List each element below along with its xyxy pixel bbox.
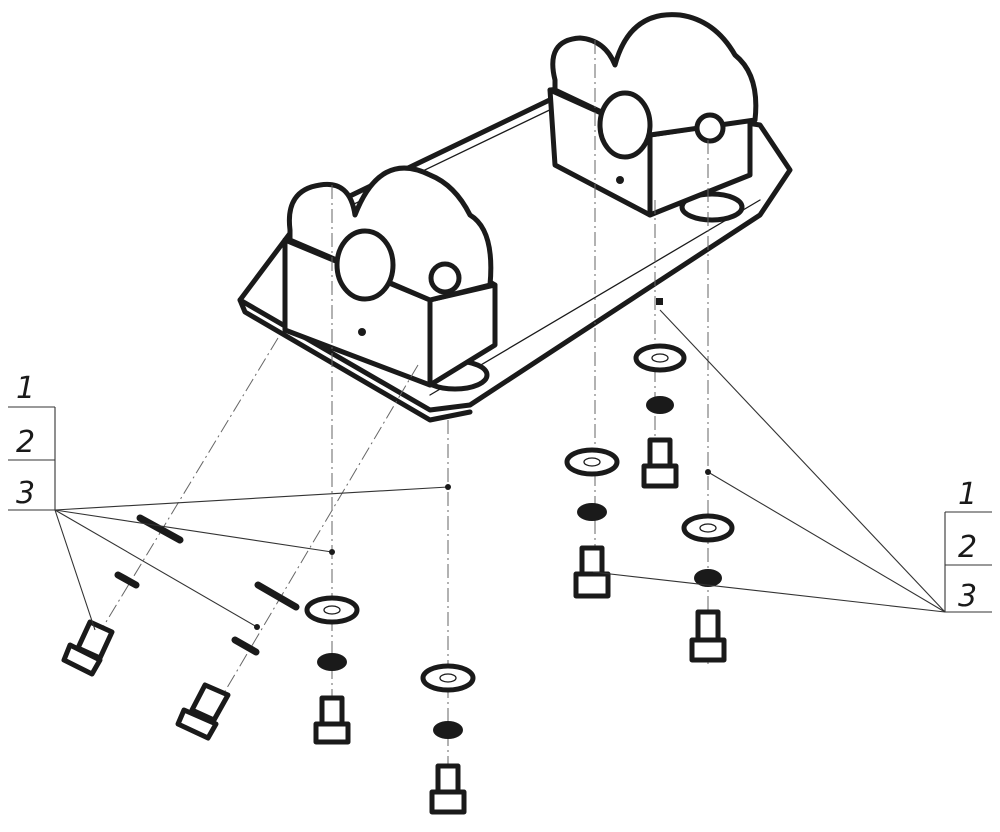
lock-washer-5: [694, 569, 722, 587]
callout-right-item-2: 2: [958, 530, 977, 565]
lock-washer-9: [231, 636, 260, 656]
lock-washer-1: [317, 653, 347, 671]
callout-left: 1 2 3: [8, 371, 56, 511]
lock-washer-8: [254, 581, 300, 611]
callout-left-item-3: 3: [16, 476, 35, 511]
leader-lines: [54, 298, 946, 631]
lock-washer-7: [114, 571, 140, 589]
callout-right-item-1: 1: [958, 477, 977, 512]
lock-washers: [114, 396, 722, 739]
washer-4: [633, 343, 687, 373]
bolt-2: [429, 763, 467, 815]
right-clamp-block: [547, 12, 759, 218]
bolt-7: [175, 682, 231, 741]
lock-washer-4: [646, 396, 674, 414]
bolt-6: [61, 619, 115, 677]
bolts: [61, 437, 727, 815]
bolt-1: [313, 695, 351, 745]
flat-washers: [304, 343, 735, 693]
bolt-5: [689, 609, 727, 663]
callout-left-item-1: 1: [16, 371, 35, 406]
bolt-4: [641, 437, 679, 489]
callout-right: 1 2 3: [944, 477, 992, 614]
washer-1: [304, 595, 360, 625]
left-clamp-block: [282, 165, 498, 388]
washer-2: [420, 663, 476, 693]
washer-3: [564, 447, 620, 477]
lock-washer-2: [433, 721, 463, 739]
washer-5: [681, 513, 735, 543]
callout-left-item-2: 2: [16, 425, 35, 460]
callout-right-item-3: 3: [958, 579, 977, 614]
lock-washer-6: [136, 514, 184, 544]
lock-washer-3: [577, 503, 607, 521]
bolt-3: [573, 545, 611, 599]
